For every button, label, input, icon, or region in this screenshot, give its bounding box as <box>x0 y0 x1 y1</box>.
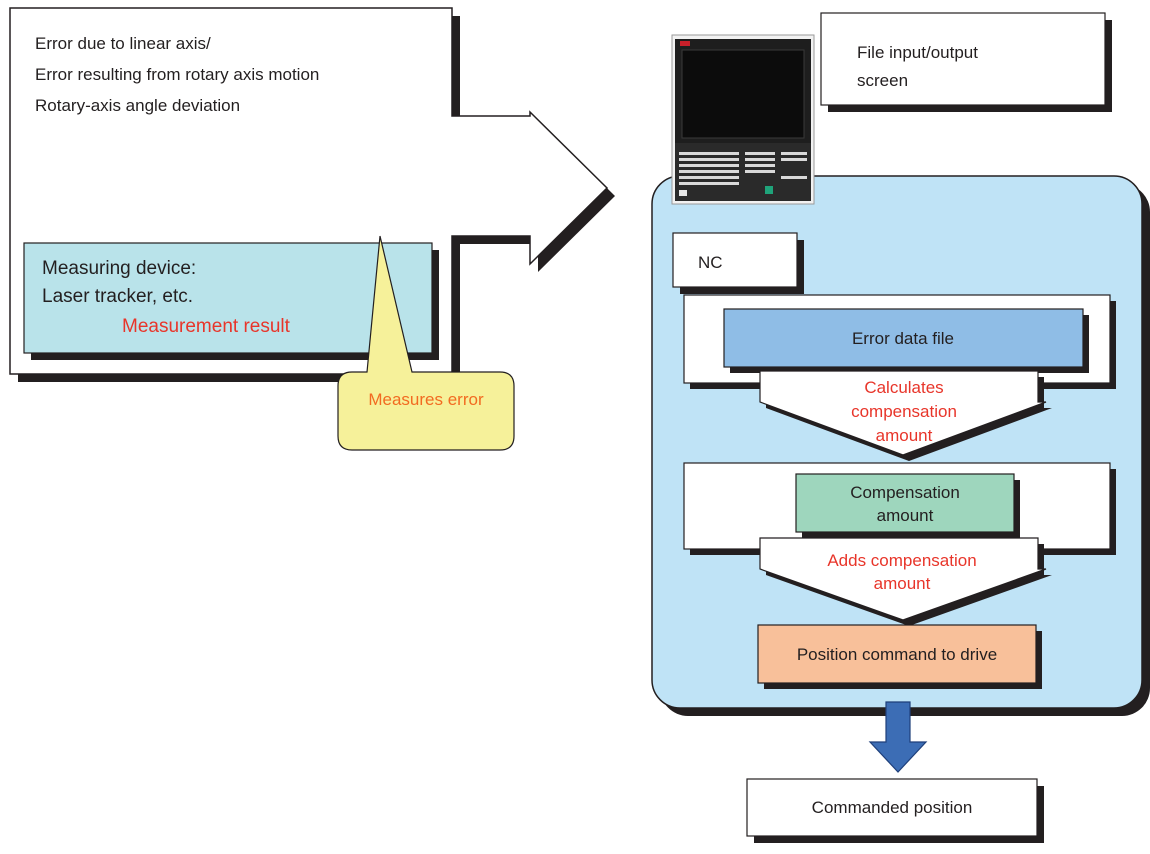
file-io-line-2: screen <box>857 71 908 90</box>
calc-line-2: compensation <box>851 402 957 421</box>
calc-line-3: amount <box>876 426 933 445</box>
commanded-position-label: Commanded position <box>812 798 973 817</box>
device-line-1: Measuring device: <box>42 258 196 279</box>
adds-line-1: Adds compensation <box>827 551 976 570</box>
error-item-angle-deviation: Rotary-axis angle deviation <box>35 96 240 115</box>
compensation-line-1: Compensation <box>850 483 960 502</box>
position-command-box: Position command to drive <box>757 624 1042 689</box>
measures-error-callout: Measures error <box>337 235 515 451</box>
file-io-screen-box: File input/output screen <box>820 12 1112 112</box>
adds-compensation-arrow: Adds compensation amount <box>759 537 1052 626</box>
error-item-rotary-motion: Error resulting from rotary axis motion <box>35 65 319 84</box>
file-io-line-1: File input/output <box>857 43 978 62</box>
calculates-arrow: Calculates compensation amount <box>759 370 1052 461</box>
measures-error-label: Measures error <box>368 390 484 409</box>
keypad-icon <box>679 152 807 185</box>
nc-label-box: NC <box>672 232 804 294</box>
output-down-arrow <box>868 701 928 773</box>
measuring-device-box: Measuring device: Laser tracker, etc. Me… <box>23 242 439 360</box>
error-data-file-box <box>723 308 1084 368</box>
error-data-file-label: Error data file <box>852 329 954 348</box>
compensation-section: Compensation amount <box>683 462 1116 555</box>
commanded-position-box: Commanded position <box>746 778 1044 843</box>
adds-line-2: amount <box>874 574 931 593</box>
calc-line-1: Calculates <box>864 378 943 397</box>
brand-logo-icon <box>680 41 690 46</box>
position-command-label: Position command to drive <box>797 645 997 664</box>
device-line-2: Laser tracker, etc. <box>42 286 193 307</box>
compensation-line-2: amount <box>877 506 934 525</box>
measurement-result-label: Measurement result <box>122 316 291 337</box>
error-item-linear: Error due to linear axis/ <box>35 34 211 53</box>
nc-label: NC <box>698 253 723 272</box>
compensation-amount-box <box>795 473 1015 533</box>
nc-controller-device <box>671 34 815 205</box>
